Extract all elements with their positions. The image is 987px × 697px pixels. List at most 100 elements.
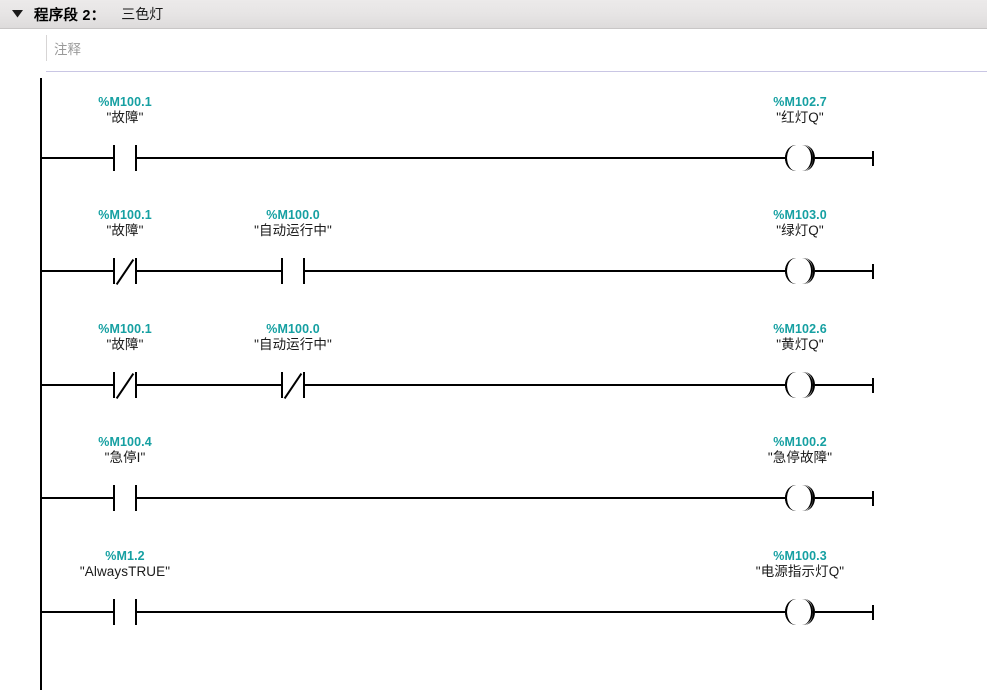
contact-labels: %M100.1"故障" (25, 208, 225, 239)
coil-paren-left (785, 599, 796, 625)
contact-bar-right (303, 372, 305, 398)
contact-bar-right (135, 372, 137, 398)
coil-address: %M103.0 (773, 208, 827, 222)
contact-symbol: "故障" (106, 222, 144, 238)
rung-wire (137, 270, 281, 272)
rung-wire (137, 497, 785, 499)
contact-bar-right (303, 258, 305, 284)
contact-slash (115, 259, 135, 285)
coil-symbol: "急停故障" (767, 449, 833, 465)
contact-labels: %M100.0"自动运行中" (193, 322, 393, 353)
contact-symbol: "自动运行中" (254, 336, 332, 352)
contact-normally-open[interactable] (113, 599, 137, 625)
contact-address: %M100.1 (98, 322, 152, 336)
contact-labels: %M100.4"急停I" (25, 435, 225, 466)
contact-labels: %M100.1"故障" (25, 322, 225, 353)
contact-labels: %M100.1"故障" (25, 95, 225, 126)
coil-paren-left (785, 485, 796, 511)
rung-terminator (872, 264, 874, 279)
contact-bar-left (281, 258, 283, 284)
contact-normally-open[interactable] (113, 485, 137, 511)
contact-normally-closed[interactable] (113, 372, 137, 399)
coil-output[interactable] (785, 258, 815, 284)
contact-bar-right (135, 599, 137, 625)
coil-output[interactable] (785, 145, 815, 171)
coil-paren-right (804, 485, 815, 511)
coil-paren-left (785, 372, 796, 398)
coil-paren-left (785, 258, 796, 284)
coil-symbol: "电源指示灯Q" (755, 563, 845, 579)
contact-slash (115, 373, 135, 399)
network-title: 程序段 2： (34, 7, 106, 24)
coil-labels: %M103.0"绿灯Q" (690, 208, 910, 239)
coil-address: %M102.7 (773, 95, 827, 109)
contact-normally-closed[interactable] (281, 372, 305, 399)
rung-wire (137, 611, 785, 613)
rung-terminator (872, 605, 874, 620)
coil-labels: %M102.7"红灯Q" (690, 95, 910, 126)
network-comment-input[interactable]: 注释 (46, 35, 946, 61)
contact-symbol: "自动运行中" (254, 222, 332, 238)
rung: %M100.1"故障"%M100.0"自动运行中"%M103.0"绿灯Q" (0, 197, 987, 310)
contact-normally-closed[interactable] (113, 258, 137, 285)
coil-paren-left (785, 145, 796, 171)
coil-output[interactable] (785, 372, 815, 398)
rung: %M100.1"故障" %M102.7"红灯Q" (0, 84, 987, 197)
rung: %M1.2"AlwaysTRUE" %M100.3"电源指示灯Q" (0, 538, 987, 651)
network-header: 程序段 2： 三色灯 (0, 0, 987, 29)
rung-wire (41, 384, 113, 386)
coil-address: %M100.3 (773, 549, 827, 563)
rung-wire (815, 384, 874, 386)
contact-bar-right (135, 145, 137, 171)
rung-terminator (872, 491, 874, 506)
coil-paren-right (804, 145, 815, 171)
rung-wire (815, 611, 874, 613)
collapse-toggle[interactable] (0, 0, 34, 29)
comment-divider (46, 71, 987, 72)
coil-symbol: "绿灯Q" (776, 222, 824, 238)
coil-labels: %M100.2"急停故障" (690, 435, 910, 466)
contact-address: %M100.0 (266, 208, 320, 222)
coil-symbol: "红灯Q" (776, 109, 824, 125)
rung-wire (815, 497, 874, 499)
contact-address: %M100.0 (266, 322, 320, 336)
contact-normally-open[interactable] (281, 258, 305, 284)
contact-bar-left (281, 372, 283, 398)
contact-normally-open[interactable] (113, 145, 137, 171)
comment-row: 注释 (0, 30, 987, 74)
contact-address: %M1.2 (105, 549, 145, 563)
rung-wire (305, 270, 785, 272)
contact-bar-left (113, 599, 115, 625)
contact-bar-left (113, 485, 115, 511)
coil-labels: %M102.6"黄灯Q" (690, 322, 910, 353)
contact-address: %M100.1 (98, 208, 152, 222)
contact-address: %M100.4 (98, 435, 152, 449)
contact-symbol: "故障" (106, 109, 144, 125)
contact-bar-left (113, 372, 115, 398)
contact-symbol: "故障" (106, 336, 144, 352)
rung-wire (41, 157, 113, 159)
coil-address: %M100.2 (773, 435, 827, 449)
rung-wire (305, 384, 785, 386)
contact-symbol: "急停I" (104, 449, 146, 465)
contact-bar-right (135, 258, 137, 284)
rung-wire (137, 384, 281, 386)
rung: %M100.1"故障"%M100.0"自动运行中"%M102.6"黄灯Q" (0, 311, 987, 424)
network-name: 三色灯 (121, 6, 164, 22)
rung-wire (41, 611, 113, 613)
rung-wire (815, 157, 874, 159)
coil-output[interactable] (785, 599, 815, 625)
coil-output[interactable] (785, 485, 815, 511)
contact-bar-left (113, 145, 115, 171)
contact-address: %M100.1 (98, 95, 152, 109)
rung-wire (41, 497, 113, 499)
contact-labels: %M1.2"AlwaysTRUE" (25, 549, 225, 580)
ladder-diagram: %M100.1"故障"%M102.7"红灯Q"%M100.1"故障"%M100.… (0, 74, 987, 697)
contact-symbol: "AlwaysTRUE" (79, 563, 171, 579)
contact-bar-left (113, 258, 115, 284)
coil-paren-right (804, 372, 815, 398)
coil-address: %M102.6 (773, 322, 827, 336)
coil-paren-right (804, 258, 815, 284)
contact-labels: %M100.0"自动运行中" (193, 208, 393, 239)
coil-labels: %M100.3"电源指示灯Q" (690, 549, 910, 580)
